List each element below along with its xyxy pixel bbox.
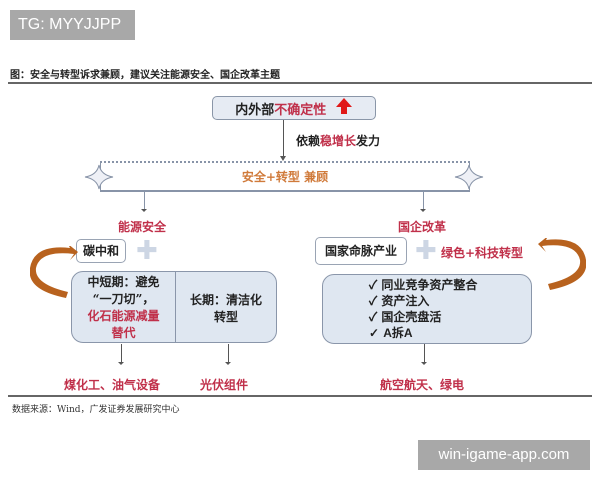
soe-reform-title: 国企改革 [398,220,447,234]
green-tech-highlight: 绿色+科技转型 [441,246,524,260]
left-branch-arrowhead [141,209,147,212]
connector-suffix: 发力 [356,134,381,148]
checklist-item: ✓ 同业竞争资产整合 [369,277,477,293]
outcome-aerospace-green: 航空航天、绿电 [380,378,465,392]
top-connector-line [283,120,284,158]
curved-arrow-right-icon [538,236,587,296]
left-outcome-line-1 [121,344,122,364]
star-right-icon [454,164,484,194]
carbon-neutral-pill: 碳中和 [76,239,126,263]
left-outcome-arrowhead-2 [225,362,231,365]
check-icon: ✓ [369,294,378,308]
checklist-text: 资产注入 [381,294,430,308]
right-branch-line [423,191,424,211]
right-branch-arrowhead [420,209,426,212]
check-icon: ✓ [369,278,378,292]
band-top-dotted [100,161,470,163]
top-connector-arrowhead [280,156,286,161]
watermark-bottom-right: win-igame-app.com [418,440,590,470]
uncertainty-highlight: 不确定性 [274,103,327,118]
checklist-item: ✓ A拆A [369,325,477,341]
short-term-line1: 中短期：避免 [87,275,160,289]
band-bottom-line [100,190,470,192]
top-rule [8,82,592,84]
uncertainty-box: 内外部不确定性 [212,96,376,120]
plus-cross-icon-right: ✚ [415,236,437,266]
up-arrow-icon [335,97,353,124]
short-term-highlight2: 替代 [111,326,136,340]
bottom-rule [8,395,592,397]
right-outcome-line [424,344,425,364]
checklist-text: 国企壳盘活 [381,310,442,324]
panel-divider [175,272,176,342]
right-outcome-arrowhead [421,362,427,365]
checklist-text: 同业竞争资产整合 [381,278,478,292]
connector-label: 依赖稳增长发力 [296,132,380,149]
outcome-coal-oil: 煤化工、油气设备 [64,378,161,392]
watermark-top-left: TG: MYYJJPP [10,10,135,40]
soe-checklist: ✓ 同业竞争资产整合 ✓ 资产注入 ✓ 国企壳盘活 ✓ A拆A [369,277,477,341]
short-term-line2: “一刀切”， [92,292,155,306]
band-label: 安全+转型 兼顾 [241,170,329,184]
checklist-text: A拆A [383,326,413,340]
checklist-item: ✓ 国企壳盘活 [369,309,477,325]
check-icon: ✓ [369,310,378,324]
figure-title: 图：安全与转型诉求兼顾，建议关注能源安全、国企改革主题 [10,70,280,81]
checklist-item: ✓ 资产注入 [369,293,477,309]
star-left-icon [84,164,114,194]
check-icon: ✓ [369,326,380,340]
curved-arrow-left-icon [29,244,78,304]
left-branch-line [144,191,145,211]
long-term-line2: 转型 [213,310,238,324]
energy-panel: 中短期：避免 “一刀切”， 化石能源减量 替代 长期：清洁化 转型 [71,271,277,343]
short-term-cell: 中短期：避免 “一刀切”， 化石能源减量 替代 [72,274,175,342]
short-term-highlight1: 化石能源减量 [87,309,160,323]
left-outcome-arrowhead-1 [118,362,124,365]
connector-prefix: 依赖 [296,134,321,148]
connector-highlight: 稳增长 [320,134,357,148]
long-term-cell: 长期：清洁化 转型 [176,292,276,326]
data-source: 数据来源：Wind，广发证券发展研究中心 [12,405,180,415]
plus-cross-icon: ✚ [136,236,158,266]
uncertainty-prefix: 内外部 [235,103,275,118]
national-lifeline-pill: 国家命脉产业 [315,237,407,265]
long-term-line1: 长期：清洁化 [189,293,262,307]
outcome-pv: 光伏组件 [200,378,249,392]
soe-panel: ✓ 同业竞争资产整合 ✓ 资产注入 ✓ 国企壳盘活 ✓ A拆A [322,274,532,344]
energy-security-title: 能源安全 [118,220,167,234]
left-outcome-line-2 [228,344,229,364]
